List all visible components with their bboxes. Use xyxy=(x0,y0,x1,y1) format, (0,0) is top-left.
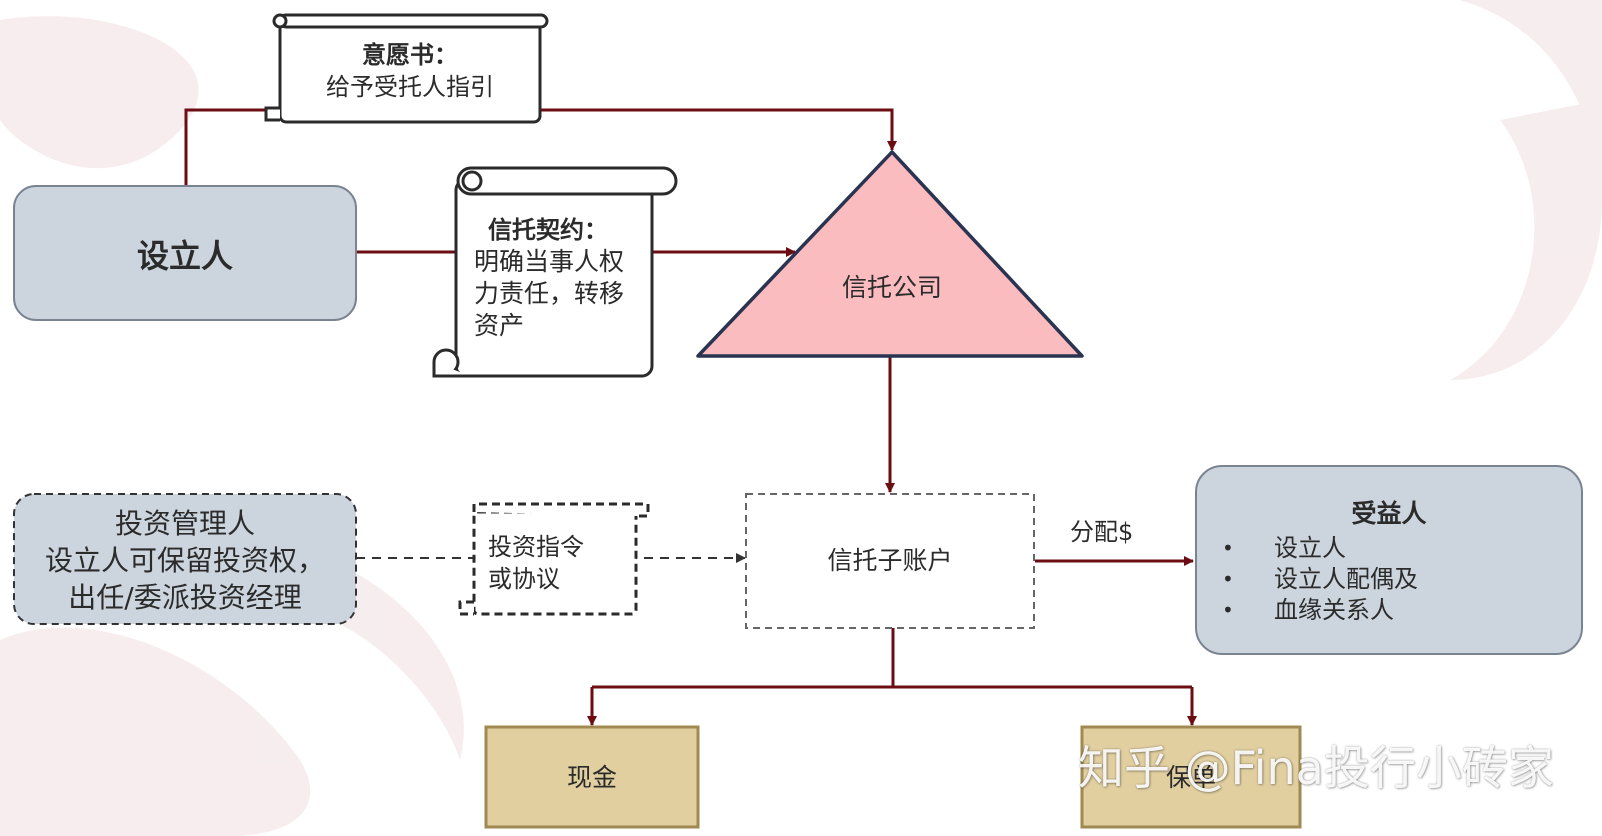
beneficiary-item: 设立人配偶及 xyxy=(1222,564,1418,595)
trust-company-label: 信托公司 xyxy=(841,273,942,302)
investment-instruction-line-2: 或协议 xyxy=(488,565,560,593)
beneficiaries-list: 设立人 设立人配偶及 血缘关系人 xyxy=(1222,533,1418,626)
letter-of-wishes-scroll xyxy=(264,13,549,124)
cash-label: 现金 xyxy=(566,763,617,792)
investment-instruction-line-1: 投资指令 xyxy=(488,533,584,561)
investment-manager-line-3: 出任/委派投资经理 xyxy=(68,581,302,614)
investment-manager-line-2: 设立人可保留投资权， xyxy=(44,544,325,577)
insurance-label: 保单 xyxy=(1165,763,1216,792)
letter-of-wishes-title: 意愿书： xyxy=(362,41,458,69)
trust-deed-line-1: 明确当事人权 xyxy=(474,247,625,276)
trust-deed-line-2: 力责任，转移 xyxy=(474,279,625,308)
watermark-text: 知乎 @Fina投行小砖家 xyxy=(1078,741,1554,795)
insurance-box xyxy=(1080,725,1302,829)
arrow-to-cash xyxy=(592,685,1192,725)
settlor-box xyxy=(13,185,357,321)
investment-manager-box xyxy=(13,493,357,625)
sub-account-box xyxy=(745,493,1035,629)
beneficiaries-title: 受益人 xyxy=(1351,499,1427,528)
settlor-label: 设立人 xyxy=(136,237,233,275)
investment-instruction-scroll xyxy=(458,502,650,616)
investment-manager-line-1: 投资管理人 xyxy=(114,507,255,540)
trust-company-triangle xyxy=(696,150,1084,358)
sub-account-label: 信托子账户 xyxy=(827,546,953,575)
trust-deed-scroll xyxy=(432,166,678,378)
beneficiary-item: 设立人 xyxy=(1222,533,1418,564)
trust-deed-title: 信托契约： xyxy=(488,216,608,244)
cash-box xyxy=(484,725,700,829)
letter-of-wishes-text: 给予受托人指引 xyxy=(326,73,494,101)
distribution-label: 分配$ xyxy=(1070,518,1134,546)
trust-deed-line-3: 资产 xyxy=(474,311,525,340)
beneficiary-item: 血缘关系人 xyxy=(1222,595,1418,626)
